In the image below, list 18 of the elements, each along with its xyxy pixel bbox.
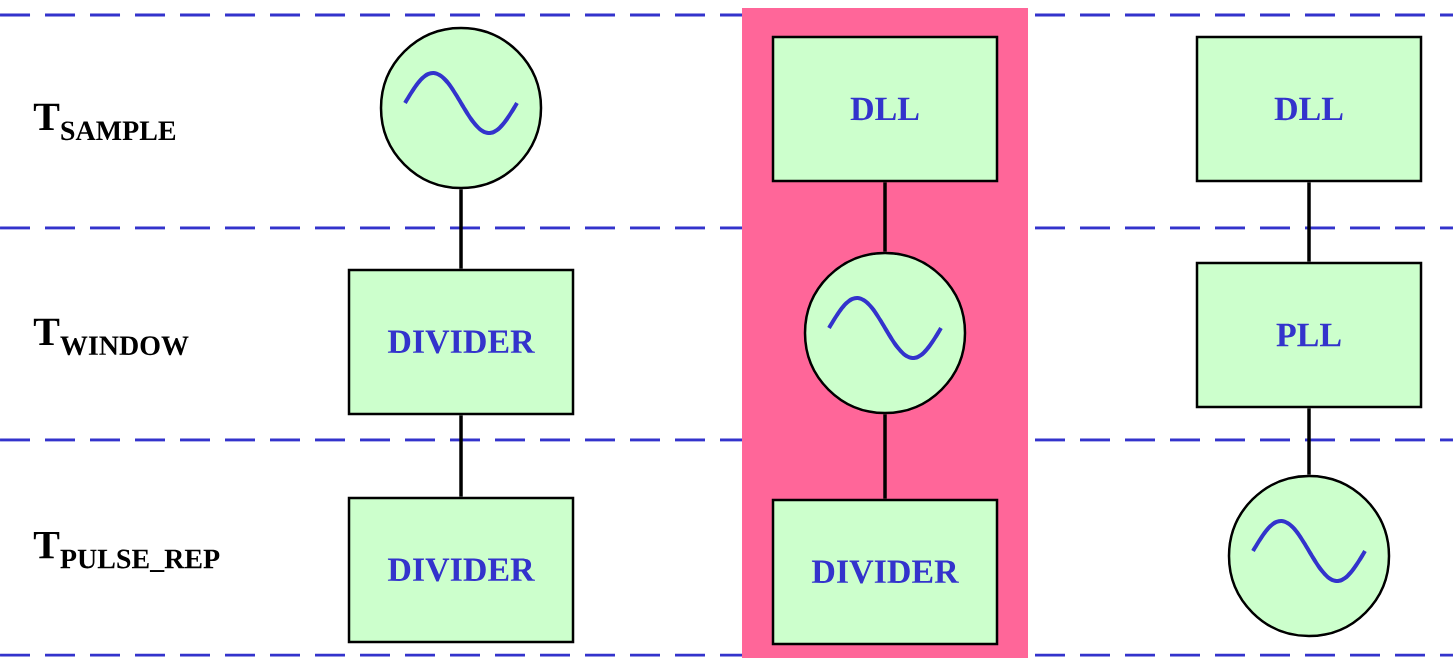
row-label: T$_{WINDOW}$ [33, 318, 189, 356]
process-box: DLL [1195, 35, 1423, 183]
row-label: T$_{SAMPLE}$ [33, 103, 176, 141]
process-box: DIVIDER [347, 268, 575, 416]
connector-line [459, 415, 463, 497]
oscillator-symbol [379, 26, 543, 190]
oscillator-symbol [1227, 474, 1391, 638]
connector-line [1307, 408, 1311, 475]
connector-line [883, 414, 887, 499]
connector-line [459, 189, 463, 269]
process-box: DIVIDER [771, 498, 999, 646]
process-box: DLL [771, 35, 999, 183]
row-label: T$_{PULSE_REP}$ [33, 531, 220, 572]
oscillator-symbol [803, 251, 967, 415]
process-box: DIVIDER [347, 496, 575, 644]
connector-line [883, 182, 887, 252]
connector-line [1307, 182, 1311, 262]
process-box: PLL [1195, 261, 1423, 409]
